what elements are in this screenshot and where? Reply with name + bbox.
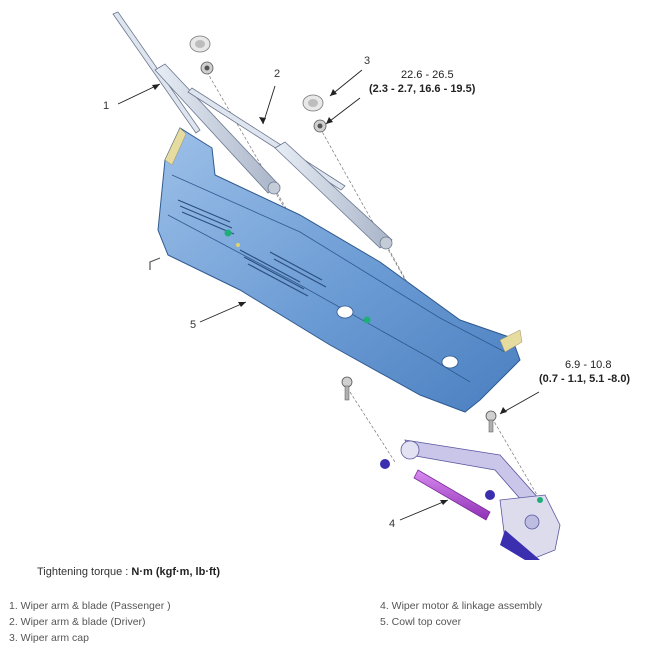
torque-spec-arm-nut-nm: 22.6 - 26.5 (401, 69, 454, 81)
wiper-arm-blade-passenger (112, 11, 281, 195)
nut-2 (313, 119, 327, 133)
torque-spec-motor-bolt: 6.9 - 10.8 (0.7 - 1.1, 5.1 -8.0) (539, 358, 630, 386)
torque-spec-motor-bolt-alt: (0.7 - 1.1, 5.1 -8.0) (539, 373, 631, 385)
leader-lines (117, 69, 540, 521)
legend-item-5: 5. Cowl top cover (380, 616, 462, 628)
legend-item-2: 2. Wiper arm & blade (Driver) (9, 616, 146, 628)
bolt-2 (485, 410, 497, 433)
callout-1: 1 (103, 100, 110, 112)
callout-3: 3 (364, 55, 371, 67)
legend-item-4: 4. Wiper motor & linkage assembly (380, 600, 543, 612)
wiper-arm-blade-driver (187, 87, 393, 250)
tightening-torque-prefix: Tightening torque : (37, 566, 132, 578)
tightening-torque-units: N·m (kgf·m, lb·ft) (131, 566, 220, 578)
legend-left: 1. Wiper arm & blade (Passenger ) 2. Wip… (9, 598, 171, 646)
callout-2: 2 (274, 68, 281, 80)
torque-spec-arm-nut-alt: (2.3 - 2.7, 16.6 - 19.5) (369, 83, 476, 95)
torque-spec-motor-bolt-nm: 6.9 - 10.8 (565, 359, 612, 371)
nut-1 (200, 61, 214, 75)
bolt-1 (341, 376, 353, 401)
tightening-torque-note: Tightening torque : N·m (kgf·m, lb·ft) (37, 566, 220, 578)
cowl-top-cover (149, 127, 523, 413)
wiper-arm-cap-1 (189, 35, 211, 53)
callout-4: 4 (389, 518, 396, 530)
torque-spec-arm-nut: 22.6 - 26.5 (2.3 - 2.7, 16.6 - 19.5) (369, 68, 475, 96)
exploded-diagram (112, 11, 561, 560)
legend-item-3: 3. Wiper arm cap (9, 632, 89, 644)
wiper-arm-cap-2 (302, 94, 324, 112)
legend-right: 4. Wiper motor & linkage assembly 5. Cow… (380, 598, 542, 630)
callout-5: 5 (190, 319, 197, 331)
legend-item-1: 1. Wiper arm & blade (Passenger ) (9, 600, 171, 612)
wiper-motor-linkage-assembly (380, 439, 561, 560)
